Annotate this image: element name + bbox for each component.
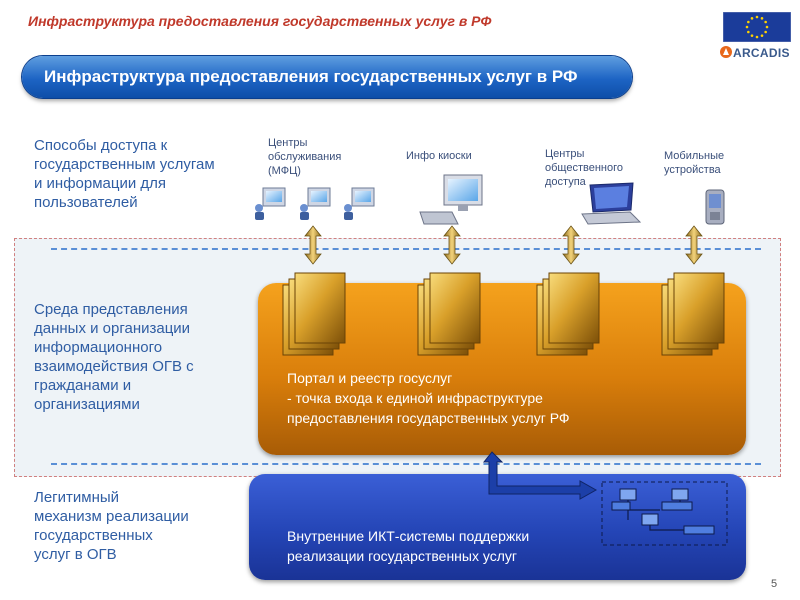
label-line: Центры [268,137,308,149]
eu-flag-icon [723,12,791,42]
label-line: Среда представления [34,301,188,318]
internal-line: реализации государственных услуг [287,548,517,564]
portal-line: Портал и реестр госуслуг [287,370,453,386]
office-computers-icon [255,187,375,220]
eu-star [765,25,769,29]
eu-star [760,17,764,20]
internal-systems-text: Внутренние ИКТ-системы поддержки реализа… [287,526,529,566]
page-number: 5 [771,578,778,590]
header-banner-text: Инфраструктура предоставления государств… [44,67,578,86]
eu-star [745,25,749,29]
eu-star [747,20,750,24]
label-line: обслуживания [268,151,342,163]
label-line: (МФЦ) [268,165,301,177]
channel-label-kiosk: Инфо киоски [406,149,472,163]
laptop-icon [581,182,642,225]
label-line: Легитимный [34,489,120,506]
double-arrow-icon [562,225,580,265]
label-line: механизм реализации [34,508,189,525]
channel-label-public-access: Центры общественного доступа [545,147,623,189]
dashed-divider [51,463,761,465]
arcadis-logo-text: ARCADIS [733,46,790,60]
label-line: доступа [545,176,586,188]
environment-label: Среда представления данных и организации… [34,300,194,414]
label-line: взаимодействия ОГВ с [34,358,194,375]
arcadis-mark-icon [720,46,732,58]
label-line: Мобильные [664,150,725,162]
label-line: государственным услугам [34,156,215,173]
eu-star [755,35,759,39]
slide-title: Инфраструктура предоставления государств… [28,13,492,29]
double-arrow-icon [443,225,461,265]
label-line: устройства [664,164,721,176]
eu-star [747,30,750,34]
eu-star [760,34,764,37]
label-line: и информации для [34,175,167,192]
arcadis-logo: ARCADIS [719,45,793,61]
double-arrow-icon [304,225,322,265]
eu-star [764,20,767,24]
label-line: общественного [545,162,623,174]
label-line: пользователей [34,194,138,211]
eu-star [764,30,767,34]
legitimate-mechanism-label: Легитимный механизм реализации государст… [34,488,189,564]
portal-line: предоставления государственных услуг РФ [287,410,570,426]
kiosk-computer-icon [419,174,483,225]
label-line: гражданами и [34,377,132,394]
access-methods-label: Способы доступа к государственным услуга… [34,136,215,212]
access-arrows [304,225,703,265]
double-arrow-icon [685,225,703,265]
label-line: Центры [545,148,585,160]
header-banner: Инфраструктура предоставления государств… [22,56,632,98]
dashed-divider [51,248,761,250]
label-line: Способы доступа к [34,137,168,154]
portal-line: - точка входа к единой инфраструктуре [287,390,543,406]
label-line: услуг в ОГВ [34,546,117,563]
eu-star [755,15,759,19]
eu-star [750,34,754,37]
channel-label-mfc: Центры обслуживания (МФЦ) [268,136,341,178]
internal-line: Внутренние ИКТ-системы поддержки [287,528,530,544]
eu-star [750,17,754,20]
mobile-device-icon [705,189,725,225]
label-line: Инфо киоски [406,150,472,162]
label-line: организациями [34,396,140,413]
channel-label-mobile: Мобильные устройства [664,149,724,177]
portal-text: Портал и реестр госуслуг - точка входа к… [287,368,570,428]
label-line: государственных [34,527,153,544]
label-line: информационного [34,339,163,356]
label-line: данных и организации [34,320,191,337]
